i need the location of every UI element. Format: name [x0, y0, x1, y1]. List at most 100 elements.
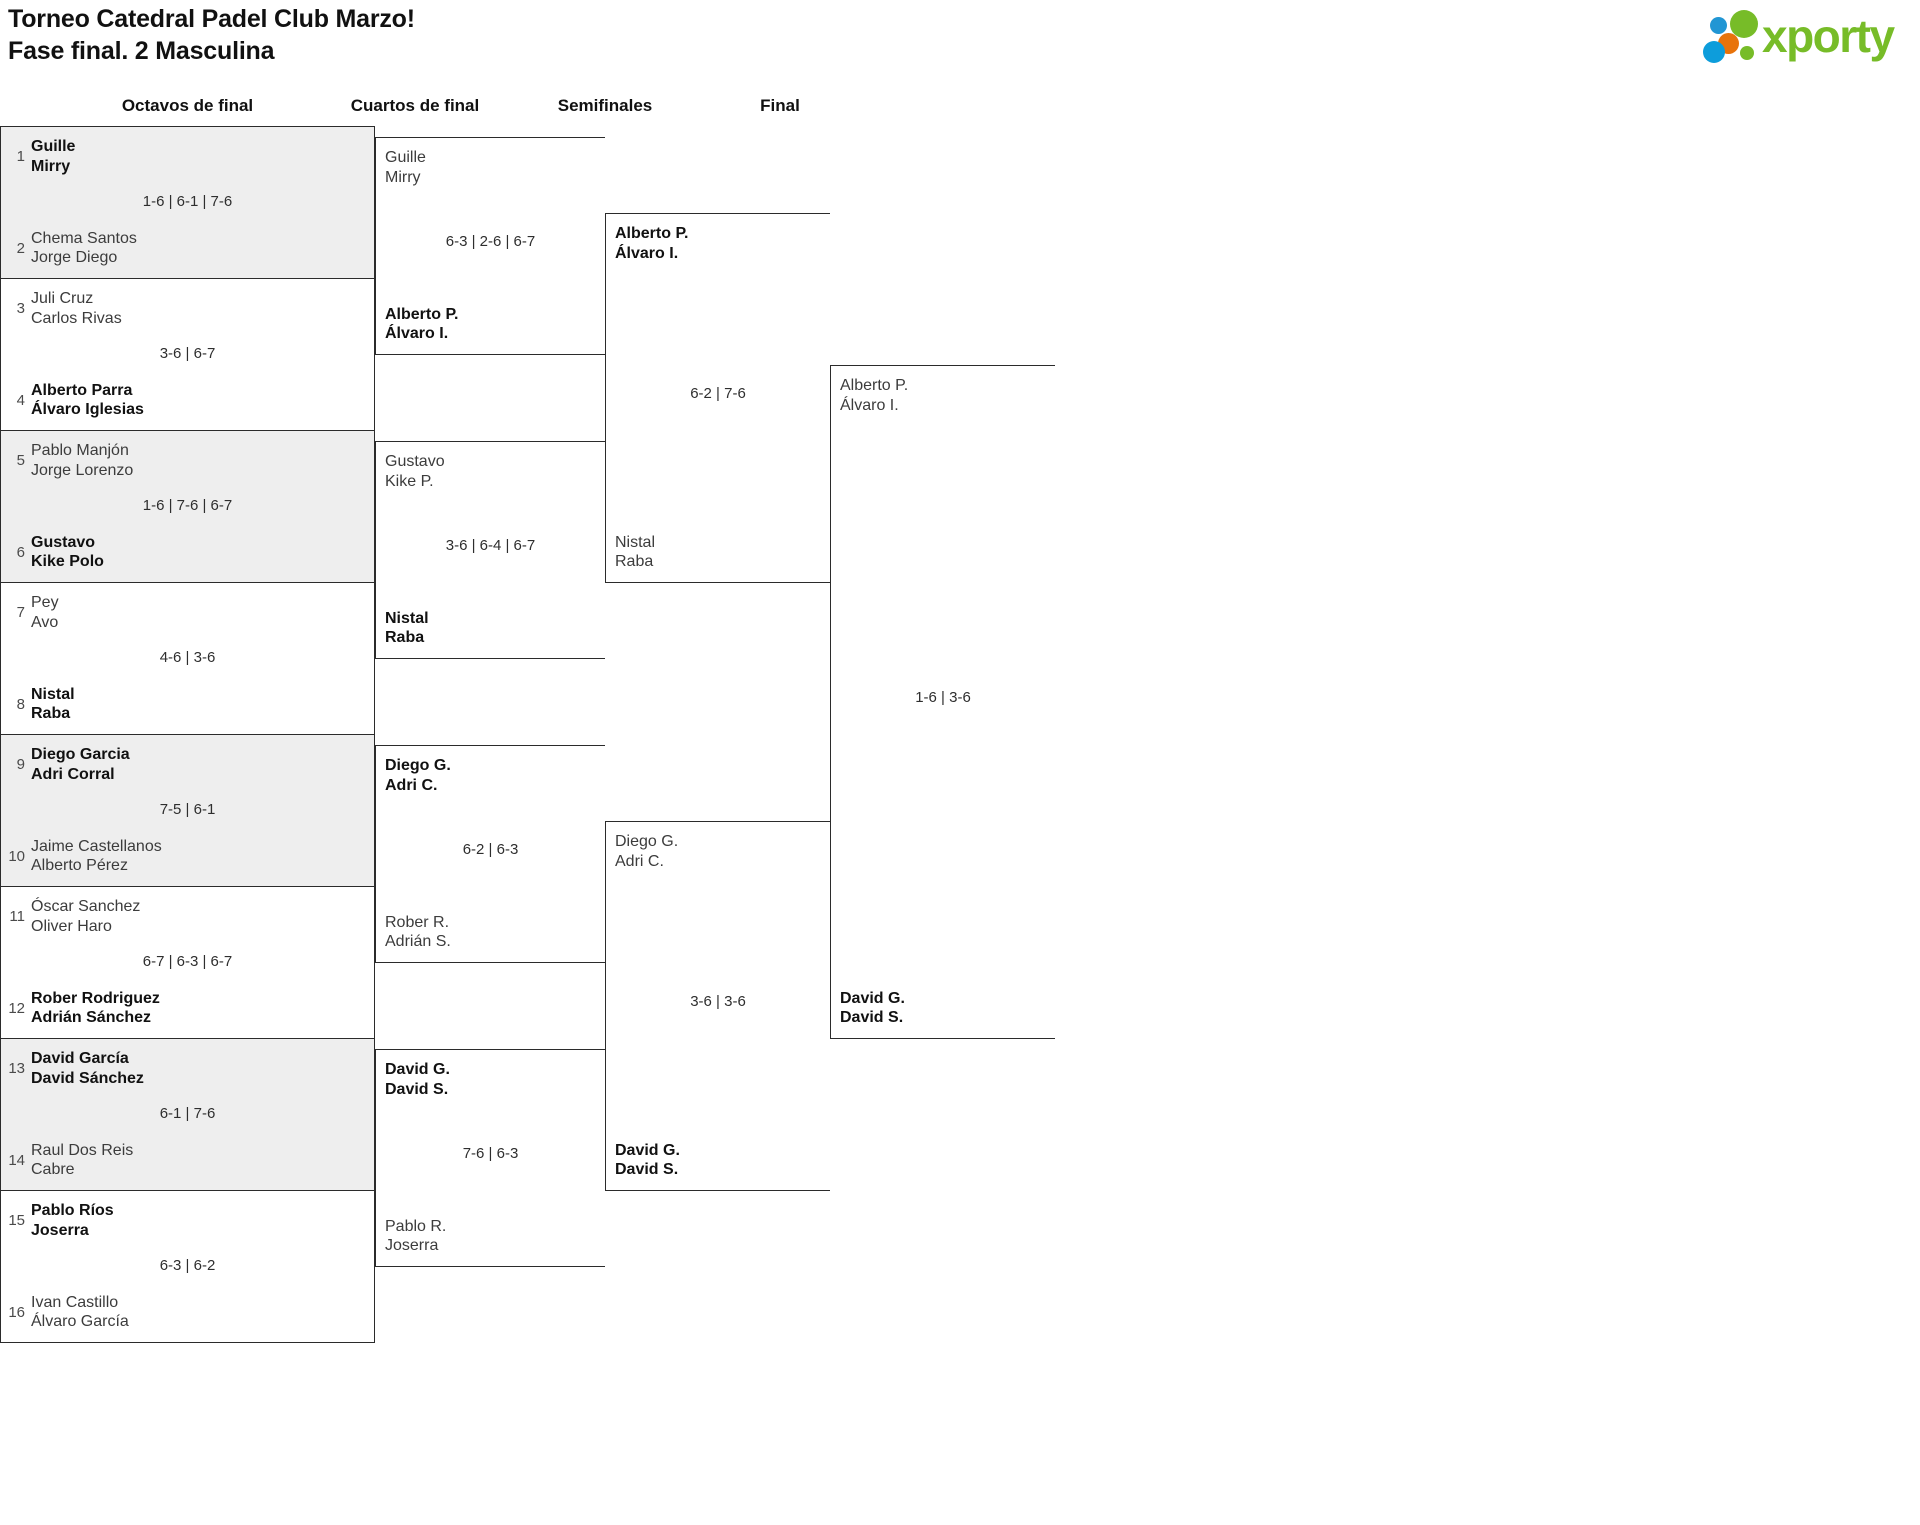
r1-m4-bottom-team[interactable]: 8 Nistal Raba [1, 685, 374, 724]
player-2: Raba [615, 553, 654, 571]
r3-m2-bottom-team[interactable]: David G. David S. [615, 1141, 680, 1180]
r1-m5-score: 7-5 | 6-1 [159, 801, 216, 818]
r2-m3-bottom-team[interactable]: Rober R. Adrián S. [385, 913, 451, 952]
r1-m5-bottom-team[interactable]: 10 Jaime Castellanos Alberto Pérez [1, 837, 374, 876]
r3-match-2[interactable]: Diego G. Adri C. 3-6 | 3-6 David G. Davi… [605, 821, 830, 1191]
player-1: Nistal [385, 609, 429, 627]
r1-m7-bottom-team[interactable]: 14 Raul Dos Reis Cabre [1, 1141, 374, 1180]
player-2: Raba [31, 705, 71, 723]
r1-m4-score: 4-6 | 3-6 [159, 649, 216, 666]
r1-match-2[interactable]: 3 Juli Cruz Carlos Rivas 3-6 | 6-7 4 Alb… [0, 278, 375, 431]
seed-number: 6 [16, 543, 25, 561]
player-names: David García David Sánchez [31, 1049, 144, 1088]
r1-m3-bottom-team[interactable]: 6 Gustavo Kike Polo [1, 533, 374, 572]
seed-number: 8 [16, 695, 25, 713]
r1-match-1[interactable]: 1 Guille Mirry 1-6 | 6-1 | 7-6 2 Chema S… [0, 126, 375, 279]
r2-m1-score: 6-3 | 2-6 | 6-7 [445, 233, 536, 250]
logo-dot-blue-small [1710, 17, 1727, 34]
player-1: Raul Dos Reis [31, 1141, 134, 1159]
player-2: Kike P. [385, 472, 434, 490]
r1-m7-top-team[interactable]: 13 David García David Sánchez [1, 1049, 374, 1088]
player-1: Juli Cruz [31, 290, 94, 307]
r1-m1-bottom-team[interactable]: 2 Chema Santos Jorge Diego [1, 229, 374, 268]
logo-dot-green-large [1730, 10, 1758, 38]
player-2: David S. [840, 1009, 904, 1027]
r3-m1-score: 6-2 | 7-6 [690, 385, 746, 402]
final-bottom-team-champion[interactable]: David G. David S. [840, 989, 905, 1028]
player-2: Adrián Sánchez [31, 1009, 152, 1027]
r2-m2-top-team[interactable]: Gustavo Kike P. [385, 452, 445, 491]
player-1: Chema Santos [31, 229, 137, 247]
player-2: Álvaro I. [840, 396, 899, 414]
page-header: Torneo Catedral Padel Club Marzo! Fase f… [0, 0, 1920, 75]
player-1: Óscar Sanchez [31, 898, 141, 915]
r3-m1-top-team[interactable]: Alberto P. Álvaro I. [615, 224, 689, 263]
seed-number: 9 [16, 756, 25, 774]
r1-match-7[interactable]: 13 David García David Sánchez 6-1 | 7-6 … [0, 1038, 375, 1191]
r1-m8-bottom-team[interactable]: 16 Ivan Castillo Álvaro García [1, 1293, 374, 1332]
r2-m3-top-team[interactable]: Diego G. Adri C. [385, 756, 451, 795]
player-1: Gustavo [31, 533, 96, 551]
player-2: Joserra [31, 1221, 89, 1239]
r3-match-1[interactable]: Alberto P. Álvaro I. 6-2 | 7-6 Nistal Ra… [605, 213, 830, 583]
player-2: Álvaro I. [615, 244, 679, 262]
seed-number: 16 [8, 1303, 25, 1321]
player-names: Pablo Manjón Jorge Lorenzo [31, 441, 133, 480]
r4-match-final[interactable]: Alberto P. Álvaro I. 1-6 | 3-6 David G. … [830, 365, 1055, 1039]
r2-m1-bottom-team[interactable]: Alberto P. Álvaro I. [385, 305, 459, 344]
player-1: Pey [31, 594, 59, 611]
r2-match-3[interactable]: Diego G. Adri C. 6-2 | 6-3 Rober R. Adri… [375, 745, 605, 963]
r1-match-5[interactable]: 9 Diego Garcia Adri Corral 7-5 | 6-1 10 … [0, 734, 375, 887]
player-1: Diego Garcia [31, 746, 130, 763]
player-names: Ivan Castillo Álvaro García [31, 1293, 129, 1332]
player-1: David G. [615, 1141, 680, 1159]
r1-m2-score: 3-6 | 6-7 [159, 345, 216, 362]
r1-match-8[interactable]: 15 Pablo Ríos Joserra 6-3 | 6-2 16 Ivan … [0, 1190, 375, 1343]
r1-match-3[interactable]: 5 Pablo Manjón Jorge Lorenzo 1-6 | 7-6 |… [0, 430, 375, 583]
seed-number: 11 [9, 908, 25, 926]
seed-number: 1 [16, 148, 25, 166]
r1-match-4[interactable]: 7 Pey Avo 4-6 | 3-6 8 Nistal Raba [0, 582, 375, 735]
r1-m3-top-team[interactable]: 5 Pablo Manjón Jorge Lorenzo [1, 441, 374, 480]
r1-m4-top-team[interactable]: 7 Pey Avo [1, 593, 374, 632]
player-2: David Sánchez [31, 1069, 144, 1087]
logo-wordmark: xporty [1762, 10, 1895, 62]
player-1: David García [31, 1050, 129, 1067]
player-names: Rober Rodriguez Adrián Sánchez [31, 989, 160, 1028]
player-1: Guille [385, 149, 426, 166]
r1-m6-top-team[interactable]: 11 Óscar Sanchez Oliver Haro [1, 897, 374, 936]
final-top-team[interactable]: Alberto P. Álvaro I. [840, 376, 908, 415]
xporty-logo[interactable]: xporty [1700, 8, 1920, 66]
player-names: Óscar Sanchez Oliver Haro [31, 897, 140, 936]
r2-m4-bottom-team[interactable]: Pablo R. Joserra [385, 1217, 446, 1256]
r1-m1-score: 1-6 | 6-1 | 7-6 [142, 193, 233, 210]
r1-m5-top-team[interactable]: 9 Diego Garcia Adri Corral [1, 745, 374, 784]
r2-m1-top-team[interactable]: Guille Mirry [385, 148, 426, 187]
r1-m6-bottom-team[interactable]: 12 Rober Rodriguez Adrián Sánchez [1, 989, 374, 1028]
r3-m2-top-team[interactable]: Diego G. Adri C. [615, 832, 678, 871]
r2-m2-bottom-team[interactable]: Nistal Raba [385, 609, 429, 648]
player-names: Alberto Parra Álvaro Iglesias [31, 381, 144, 420]
r2-m4-score: 7-6 | 6-3 [462, 1145, 519, 1162]
r2-m4-top-team[interactable]: David G. David S. [385, 1060, 450, 1099]
r1-m2-top-team[interactable]: 3 Juli Cruz Carlos Rivas [1, 289, 374, 328]
r1-match-6[interactable]: 11 Óscar Sanchez Oliver Haro 6-7 | 6-3 |… [0, 886, 375, 1039]
r2-match-1[interactable]: Guille Mirry 6-3 | 2-6 | 6-7 Alberto P. … [375, 137, 605, 355]
r1-m1-top-team[interactable]: 1 Guille Mirry [1, 137, 374, 176]
seed-number: 4 [16, 391, 25, 409]
player-names: Jaime Castellanos Alberto Pérez [31, 837, 162, 876]
player-2: Adri C. [385, 776, 438, 794]
r3-m1-bottom-team[interactable]: Nistal Raba [615, 533, 655, 572]
r2-match-4[interactable]: David G. David S. 7-6 | 6-3 Pablo R. Jos… [375, 1049, 605, 1267]
player-2: Mirry [385, 168, 421, 186]
seed-number: 3 [16, 300, 25, 318]
r2-match-2[interactable]: Gustavo Kike P. 3-6 | 6-4 | 6-7 Nistal R… [375, 441, 605, 659]
player-2: Avo [31, 613, 59, 631]
player-1: Pablo R. [385, 1217, 447, 1235]
player-2: Carlos Rivas [31, 309, 122, 327]
r1-m2-bottom-team[interactable]: 4 Alberto Parra Álvaro Iglesias [1, 381, 374, 420]
player-1: David G. [385, 1061, 450, 1078]
player-2: Álvaro Iglesias [31, 401, 144, 419]
title-line-2: Fase final. 2 Masculina [8, 37, 275, 65]
r1-m8-top-team[interactable]: 15 Pablo Ríos Joserra [1, 1201, 374, 1240]
